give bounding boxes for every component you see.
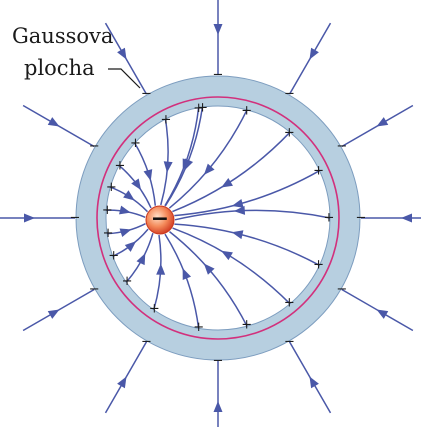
inner-surface-charge: + bbox=[193, 101, 204, 116]
inner-surface-charge: + bbox=[284, 296, 295, 311]
point-charge-sign: − bbox=[151, 207, 169, 232]
inner-field-arrow bbox=[136, 253, 146, 266]
inner-field-arrow bbox=[182, 268, 192, 281]
inner-field-line bbox=[174, 209, 331, 221]
conducting-shell bbox=[76, 76, 360, 360]
inner-field-arrow bbox=[124, 241, 137, 252]
outer-surface-charges: − − − − − − − − − − − − bbox=[70, 68, 367, 369]
inner-field-line bbox=[172, 227, 291, 305]
inner-surface-charge: + bbox=[102, 203, 113, 218]
inner-surface-charge: + bbox=[284, 126, 295, 141]
outer-surface-charge: − bbox=[141, 334, 152, 349]
inner-surface-charge: + bbox=[122, 274, 133, 289]
inner-field-arrow bbox=[156, 263, 166, 275]
outer-field-arrow bbox=[376, 309, 389, 319]
inner-surface-charge: + bbox=[241, 318, 252, 333]
inner-field-line bbox=[174, 170, 320, 217]
outer-surface-charge: − bbox=[336, 282, 347, 297]
outer-field-arrow bbox=[401, 213, 412, 223]
inner-field-lines bbox=[106, 106, 331, 329]
label-leader-line bbox=[108, 68, 141, 89]
inner-surface-charge: + bbox=[130, 136, 141, 151]
inner-field-line bbox=[164, 233, 200, 329]
inner-field-line bbox=[174, 223, 320, 266]
inner-field-arrow bbox=[123, 190, 135, 201]
outer-surface-charge: − bbox=[141, 87, 152, 102]
inner-field-arrow bbox=[184, 158, 194, 171]
inner-field-line bbox=[172, 131, 291, 213]
gaussian-surface-label-line1: Gaussova bbox=[12, 24, 113, 48]
inner-field-arrow bbox=[119, 228, 132, 238]
outer-field-arrow bbox=[47, 309, 60, 319]
inner-surface-charge: + bbox=[197, 101, 208, 116]
inner-field-line bbox=[164, 106, 204, 207]
inner-surface-charge: + bbox=[103, 226, 114, 241]
inner-surface-charge: + bbox=[149, 301, 160, 316]
outer-surface-charge: − bbox=[213, 354, 224, 369]
outer-field-arrow bbox=[213, 401, 223, 412]
outer-surface-charge: − bbox=[89, 282, 100, 297]
inner-field-arrow bbox=[233, 205, 246, 215]
outer-field-arrow bbox=[117, 47, 127, 60]
outer-field-arrow bbox=[47, 117, 60, 127]
inner-field-arrow bbox=[143, 169, 153, 181]
inner-surface-charge: + bbox=[106, 180, 117, 195]
outer-surface-charge: − bbox=[356, 211, 367, 226]
inner-field-arrow bbox=[131, 178, 142, 191]
outer-field-arrow bbox=[309, 47, 319, 60]
outer-field-arrow bbox=[213, 24, 223, 35]
inner-field-arrow bbox=[231, 198, 244, 208]
outer-field-arrow bbox=[376, 117, 389, 127]
outer-surface-charge: − bbox=[284, 334, 295, 349]
inner-surface-charge: + bbox=[313, 257, 324, 272]
outer-field-arrow bbox=[309, 376, 319, 389]
outer-surface-charge: − bbox=[213, 68, 224, 83]
shell-outer-edge bbox=[75, 75, 361, 361]
inner-field-arrow bbox=[221, 250, 233, 261]
outer-field-arrow bbox=[117, 376, 127, 389]
inner-surface-charge: + bbox=[313, 164, 324, 179]
inner-field-arrow bbox=[221, 178, 233, 188]
inner-surface-charge: + bbox=[160, 113, 171, 128]
inner-surface-charge: + bbox=[115, 158, 126, 173]
inner-field-arrow bbox=[203, 263, 215, 275]
outer-surface-charge: − bbox=[284, 87, 295, 102]
inner-field-line bbox=[168, 109, 248, 209]
gaussian-surface bbox=[96, 96, 340, 340]
inner-field-arrow bbox=[163, 161, 173, 173]
inner-field-line bbox=[164, 107, 200, 207]
outer-surface-charge: − bbox=[89, 139, 100, 154]
inner-surface-charge: + bbox=[108, 249, 119, 264]
inner-surface-charge: + bbox=[193, 320, 204, 335]
inner-surface-charges: +++++++++++++++++++ bbox=[102, 101, 335, 335]
inner-field-arrow bbox=[231, 230, 244, 240]
inner-field-line bbox=[169, 231, 248, 327]
inner-field-arrow bbox=[119, 205, 131, 215]
point-charge: − bbox=[145, 205, 175, 235]
outer-surface-charge: − bbox=[336, 139, 347, 154]
outer-field-arrow bbox=[24, 213, 35, 223]
gaussian-surface-label-line2: plocha bbox=[24, 56, 95, 80]
inner-surface-charge: + bbox=[324, 211, 335, 226]
outer-surface-charge: − bbox=[70, 211, 81, 226]
inner-surface-charge: + bbox=[241, 103, 252, 118]
inner-field-arrow bbox=[203, 163, 215, 175]
